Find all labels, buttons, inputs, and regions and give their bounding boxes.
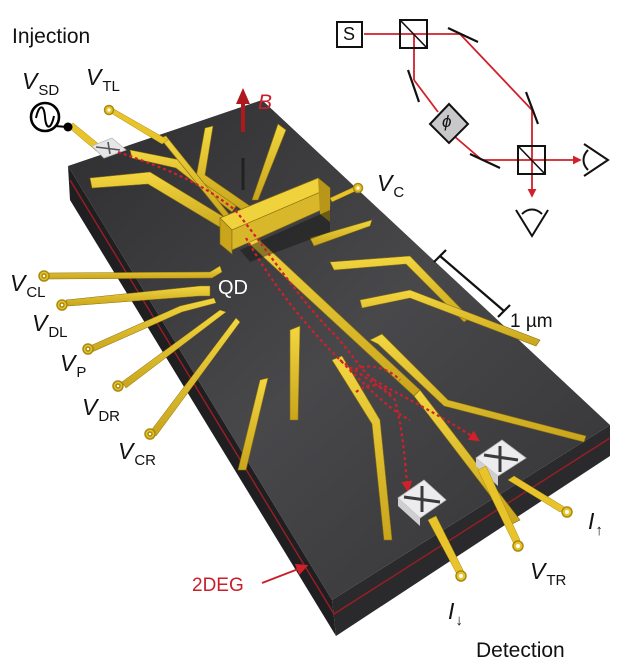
phase-shifter-icon <box>428 102 470 145</box>
qd-gate-leads <box>47 265 241 437</box>
beam-splitter-icon <box>517 145 546 175</box>
source-label: S <box>343 24 356 44</box>
v-tr-lead <box>477 465 524 552</box>
source-box <box>336 21 363 48</box>
ac-source-icon <box>29 101 73 133</box>
v-dr-label: VDR <box>82 394 121 425</box>
optics-inset <box>336 19 610 238</box>
2deg-pointer-arrow <box>261 563 309 584</box>
quantum-dot-label: QD <box>218 277 248 299</box>
ohmic-contact-injection <box>91 137 127 159</box>
detector-eye-icon <box>515 208 549 238</box>
magnetic-field-arrow-icon <box>236 88 250 190</box>
v-dl-label: VDL <box>32 310 68 341</box>
lead-pads <box>38 270 156 440</box>
i-down-label: I↓ <box>448 598 463 629</box>
beam-splitter-icon <box>399 19 428 49</box>
v-p-label: VP <box>60 350 87 381</box>
i-up-label: I↑ <box>588 508 603 539</box>
scale-bar-label: 1 µm <box>510 311 553 332</box>
injection-leads <box>67 104 169 159</box>
ohmic-contact-detection-down <box>397 479 467 582</box>
electron-paths <box>117 150 480 493</box>
injection-label: Injection <box>12 25 91 48</box>
air-bridge-gate <box>219 177 364 262</box>
magnetic-field-label: B <box>258 91 273 114</box>
v-tr-label: VTR <box>530 558 567 589</box>
v-cl-label: VCL <box>10 270 46 301</box>
v-c-label: VC <box>377 170 405 201</box>
detector-eye-icon <box>582 143 610 177</box>
2deg-label: 2DEG <box>192 575 244 596</box>
mirror-icon <box>406 27 540 169</box>
detection-label: Detection <box>476 639 565 662</box>
v-cr-label: VCR <box>118 438 157 469</box>
phase-label: ϕ <box>442 112 452 131</box>
v-sd-label: VSD <box>22 68 60 99</box>
scale-bar <box>433 249 511 318</box>
v-tl-label: VTL <box>86 64 120 95</box>
